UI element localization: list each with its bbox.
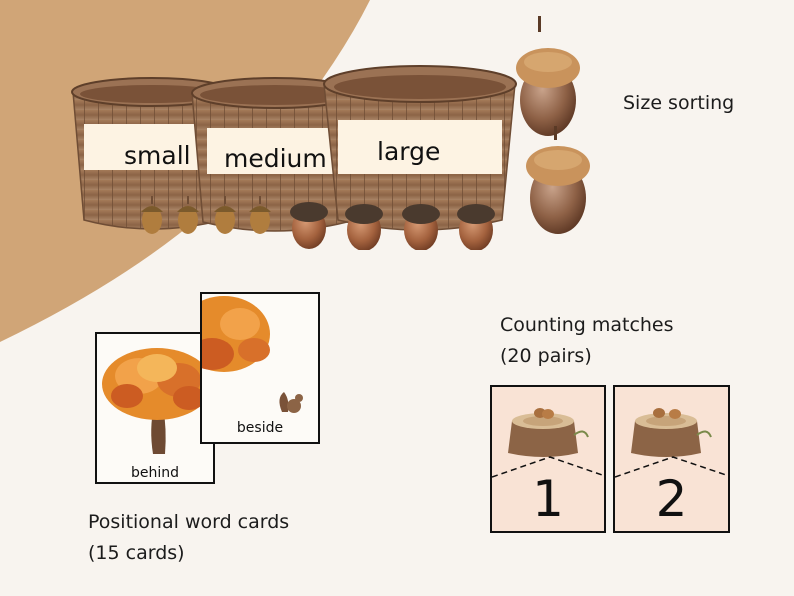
basket-label-large: large (377, 137, 440, 166)
positional-card-beside: beside (200, 292, 320, 444)
counting-card-1: 1 (490, 385, 606, 533)
tree-illustration (102, 348, 212, 454)
counting-matches-caption-line1: Counting matches (500, 314, 674, 336)
basket-label-small: small (124, 141, 191, 170)
stump-illustration (492, 408, 604, 478)
large-acorns (516, 16, 590, 234)
positional-card-behind: behind (95, 332, 215, 484)
positional-word-beside: beside (236, 420, 284, 436)
size-sorting-illustration: small medium large (71, 16, 590, 250)
tree-squirrel-illustration (202, 296, 303, 413)
positional-cards-caption: Positional word cards (15 cards) (88, 507, 289, 569)
medium-acorns (290, 202, 495, 250)
small-acorns (141, 196, 271, 234)
counting-number-2: 2 (655, 470, 688, 528)
positional-cards-caption-line1: Positional word cards (88, 511, 290, 533)
positional-cards-caption-line2: (15 cards) (88, 542, 185, 564)
counting-matches-caption-line2: (20 pairs) (500, 345, 592, 367)
size-sorting-caption-text: Size sorting (623, 92, 735, 114)
positional-word-behind: behind (130, 465, 180, 481)
squirrel-icon (279, 392, 303, 413)
counting-card-2: 2 (613, 385, 730, 533)
size-sorting-caption: Size sorting (623, 88, 734, 119)
counting-matches-caption: Counting matches (20 pairs) (500, 310, 674, 372)
counting-number-1: 1 (532, 470, 564, 528)
basket-label-medium: medium (224, 144, 327, 173)
stump-illustration (615, 408, 728, 478)
